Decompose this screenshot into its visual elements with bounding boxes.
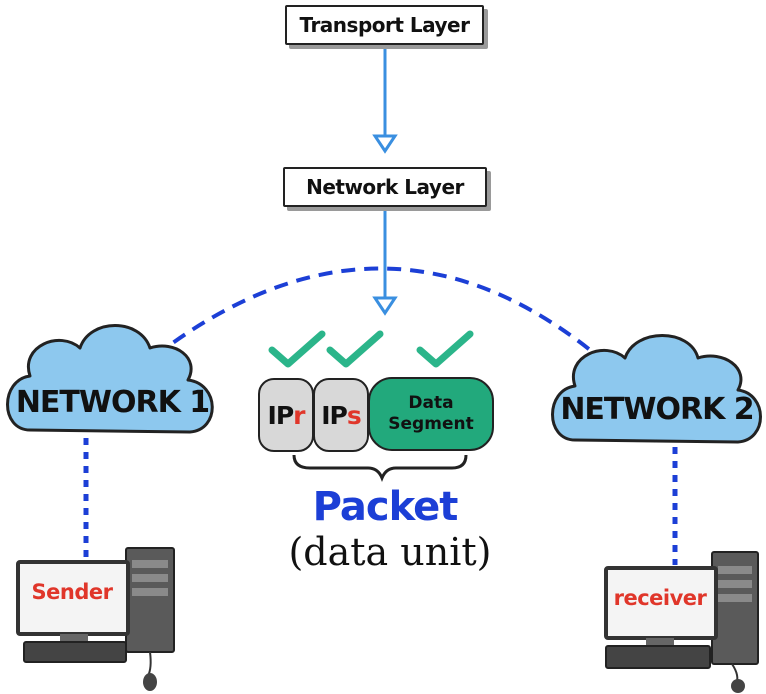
receiver-ip-prefix: IP: [267, 400, 295, 430]
check-icon: [326, 330, 384, 368]
cloud-network-2: [551, 334, 762, 444]
transport-layer-label: Transport Layer: [299, 13, 470, 37]
sender-label: Sender: [31, 580, 113, 604]
sender-computer-icon: [16, 547, 175, 691]
data-segment-block: Data Segment: [368, 377, 494, 451]
network-1-label: NETWORK 1: [15, 385, 210, 420]
arrow-transport-to-network: [372, 42, 398, 154]
arrow-network-to-packet: [372, 204, 398, 316]
sender-ip-prefix: IP: [321, 400, 348, 430]
check-icon: [416, 330, 474, 368]
cloud-network-1: [6, 324, 214, 434]
data-segment-line2: Segment: [388, 414, 474, 434]
packet-brace: [292, 454, 468, 483]
network-2-label: NETWORK 2: [560, 392, 754, 427]
receiver-ip-suffix: r: [293, 400, 305, 430]
receiver-label: receiver: [613, 586, 707, 610]
network-layer-box: Network Layer: [283, 167, 487, 207]
receiver-computer-icon: [604, 551, 759, 693]
packet-subtitle: (data unit): [288, 530, 492, 574]
check-icon: [268, 330, 326, 368]
network-layer-label: Network Layer: [306, 175, 464, 199]
network-link-arc: [153, 266, 602, 360]
transport-layer-box: Transport Layer: [285, 5, 484, 45]
packet-title: Packet: [312, 484, 459, 530]
sender-ip-suffix: s: [346, 400, 362, 430]
data-segment-line1: Data: [408, 392, 454, 413]
